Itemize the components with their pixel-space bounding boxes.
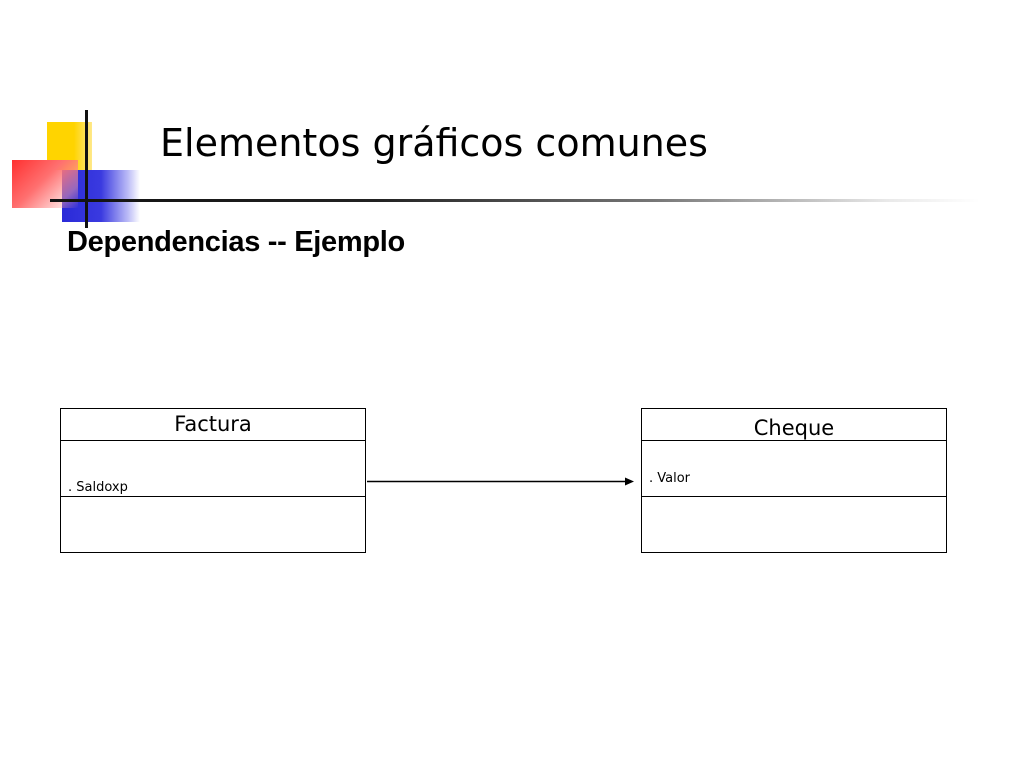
attribute-saldoxp: . Saldoxp [68, 480, 128, 495]
class-box-cheque: Cheque . Valor [641, 408, 947, 553]
vertical-rule [85, 110, 88, 228]
slide-subtitle: Dependencias -- Ejemplo [67, 226, 405, 258]
operations-compartment-cheque [642, 497, 946, 552]
attribute-valor: . Valor [649, 471, 691, 486]
class-name-cheque: Cheque [642, 409, 946, 441]
dependency-arrow [367, 477, 634, 486]
class-name-factura: Factura [61, 409, 365, 441]
title-underline-rule [50, 199, 980, 202]
operations-compartment-factura [61, 497, 365, 552]
class-box-factura: Factura . Saldoxp [60, 408, 366, 553]
arrowhead-icon [625, 477, 634, 486]
attributes-compartment-cheque: . Valor [642, 441, 946, 497]
slide-title: Elementos gráficos comunes [160, 121, 708, 165]
attributes-compartment-factura: . Saldoxp [61, 441, 365, 497]
slide-logo-decoration [0, 0, 160, 240]
